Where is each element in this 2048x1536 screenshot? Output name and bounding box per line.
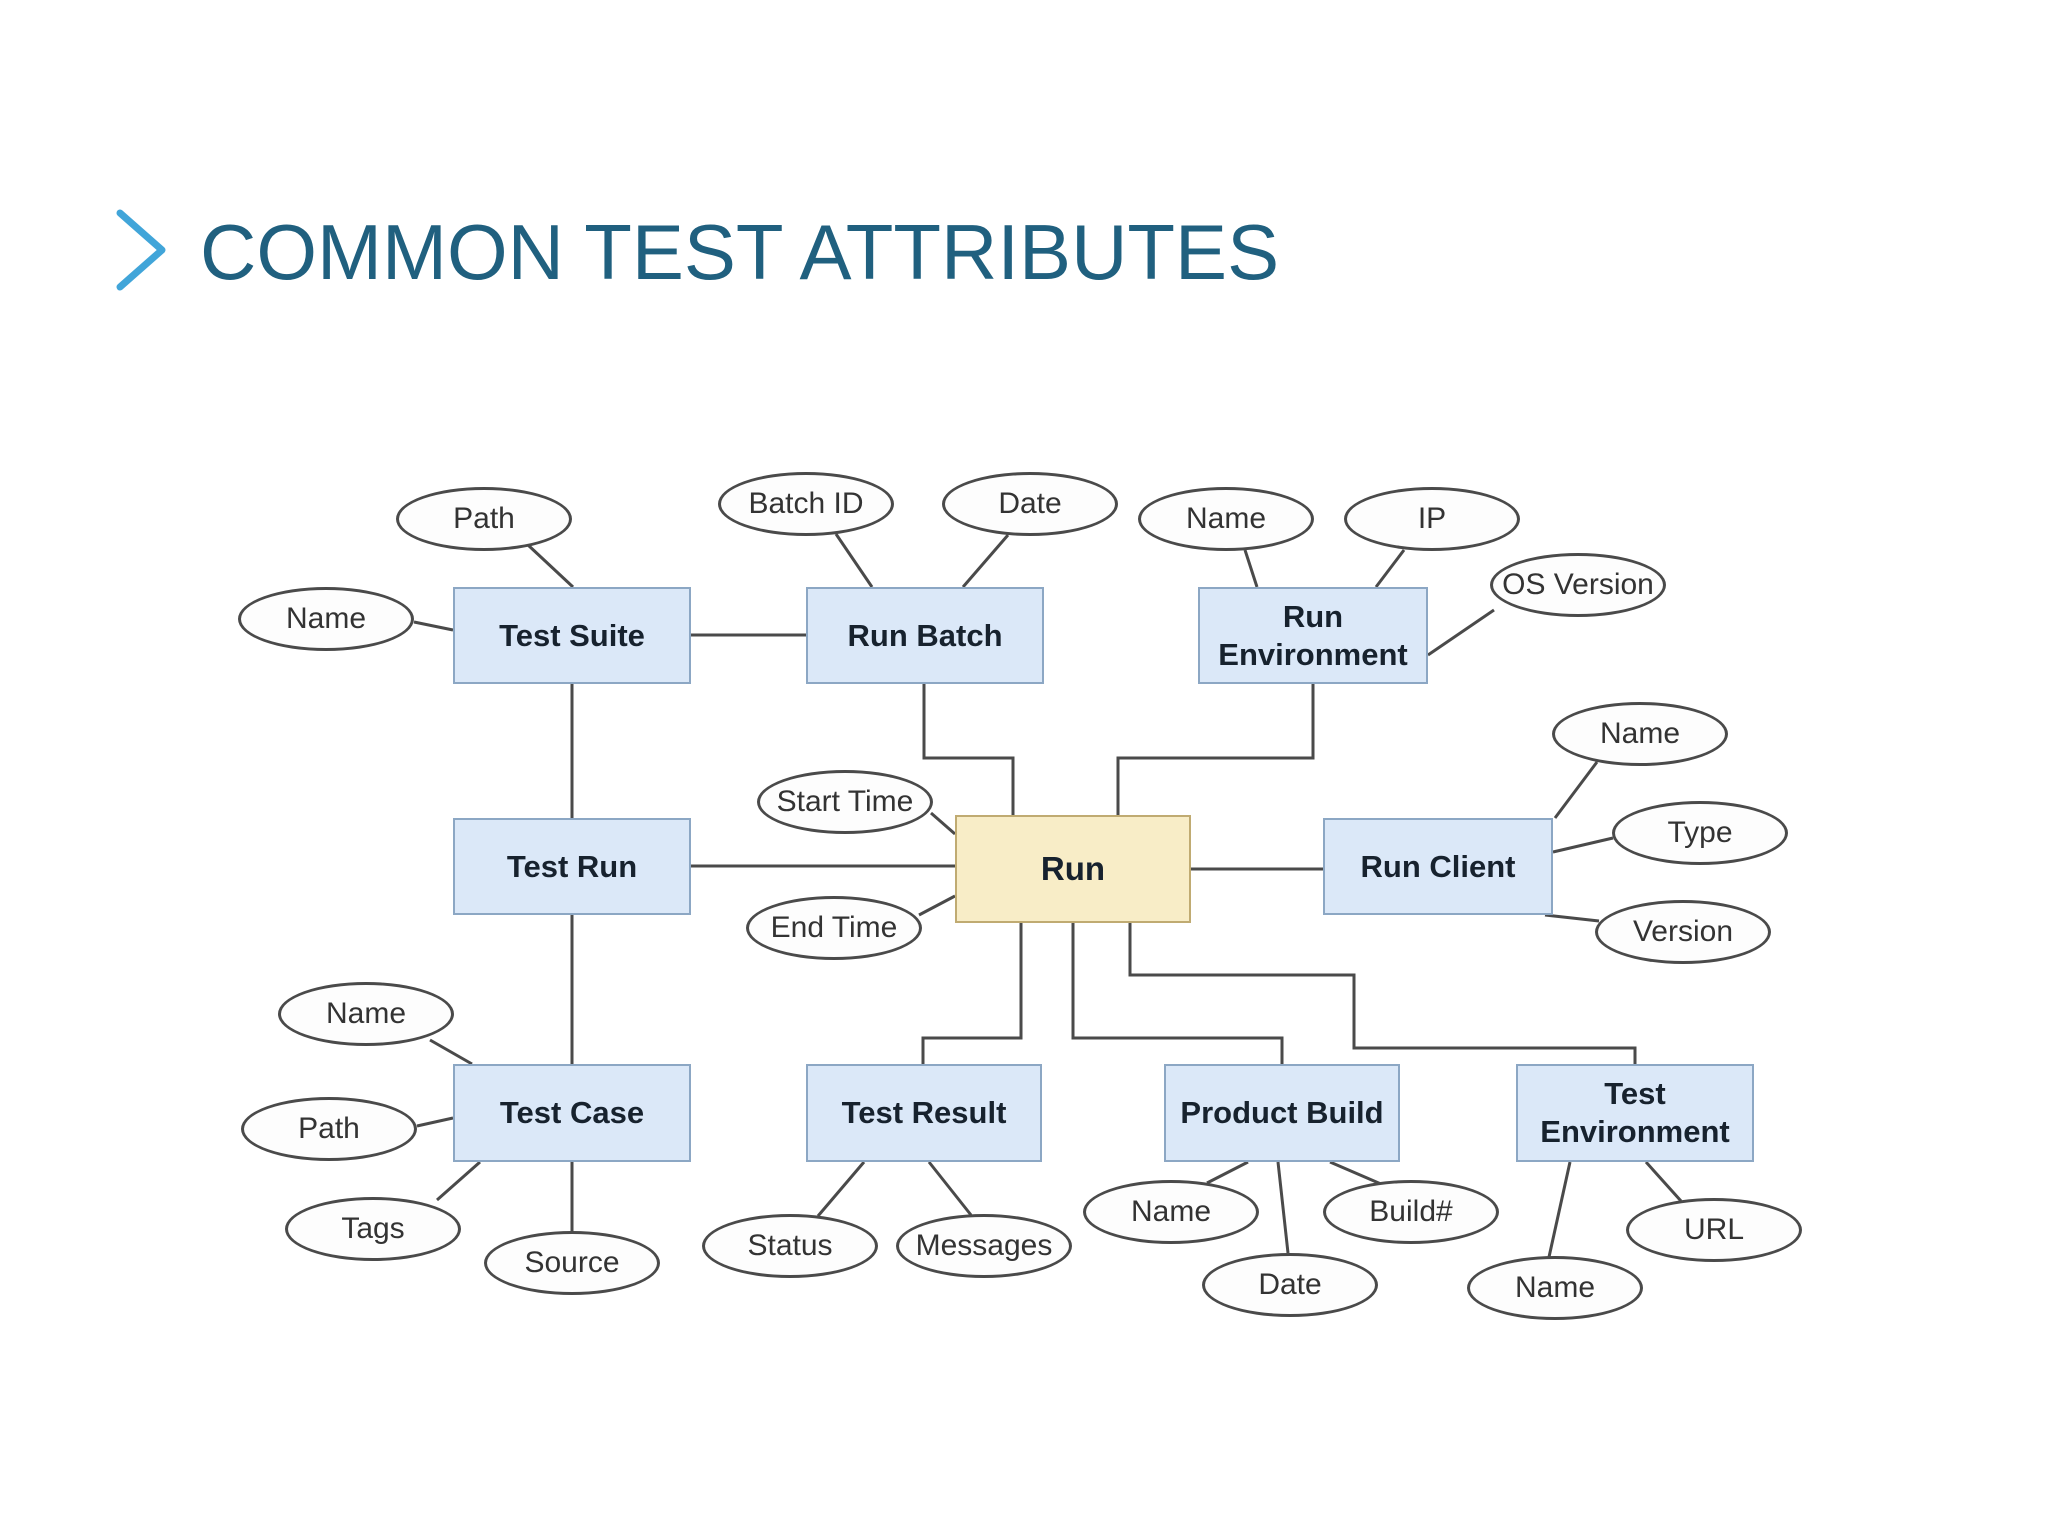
connector-run-environment-run — [1116, 684, 1315, 815]
attribute-label: Source — [524, 1246, 620, 1279]
attribute-label: Date — [998, 487, 1062, 520]
chevron-right-icon — [116, 209, 166, 291]
connector-run-batch-run — [922, 684, 1015, 815]
link-url-test-environment — [1644, 1160, 1683, 1203]
link-name-run-client — [1553, 761, 1599, 819]
entity-test-result: Test Result — [806, 1064, 1042, 1162]
attribute-ellipse-status: Status — [702, 1214, 878, 1278]
attribute-ellipse-name: Name — [1552, 702, 1728, 766]
link-name-test-suite — [413, 620, 454, 632]
entity-product-build: Product Build — [1164, 1064, 1400, 1162]
entity-label: Run Batch — [847, 617, 1003, 653]
attribute-ellipse-name: Name — [238, 587, 414, 651]
link-os-version-run-environment — [1427, 608, 1495, 657]
link-batch-id-run-batch — [834, 533, 874, 588]
entity-test-run: Test Run — [453, 818, 691, 915]
entity-label: Test Case — [499, 1095, 645, 1130]
attribute-label: Build# — [1369, 1195, 1453, 1228]
attribute-label: IP — [1417, 502, 1447, 535]
connector-run-test-environment — [1128, 923, 1637, 1064]
entity-test-environment: Test Environment — [1516, 1064, 1754, 1162]
attribute-ellipse-version: Version — [1595, 900, 1771, 964]
attribute-label: Messages — [915, 1229, 1053, 1262]
attribute-ellipse-batch-id: Batch ID — [718, 472, 894, 536]
attribute-ellipse-build-number: Build# — [1323, 1180, 1499, 1244]
connector-run-test-result — [921, 923, 1023, 1064]
attribute-ellipse-name: Name — [1083, 1180, 1259, 1244]
attribute-label: Name — [325, 997, 407, 1030]
entity-label: Test Run — [506, 848, 638, 884]
attribute-ellipse-date: Date — [942, 472, 1118, 536]
attribute-ellipse-url: URL — [1626, 1198, 1802, 1262]
attribute-ellipse-end-time: End Time — [746, 896, 922, 960]
entity-test-case: Test Case — [453, 1064, 691, 1162]
entity-run: Run — [955, 815, 1191, 923]
link-ip-run-environment — [1374, 549, 1406, 588]
attribute-ellipse-path: Path — [241, 1097, 417, 1161]
attribute-label: Type — [1667, 816, 1733, 849]
attribute-ellipse-os-version: OS Version — [1490, 553, 1666, 617]
entity-label: Test Result — [841, 1095, 1007, 1130]
link-start-time-run — [930, 811, 956, 836]
attribute-ellipse-path: Path — [396, 487, 572, 551]
attribute-ellipse-start-time: Start Time — [757, 770, 933, 834]
entity-label: Product Build — [1180, 1095, 1384, 1130]
entity-test-suite: Test Suite — [453, 587, 691, 684]
link-name-test-environment — [1547, 1161, 1572, 1258]
attribute-label: Batch ID — [748, 487, 864, 520]
entity-label: Test Environment — [1540, 1076, 1730, 1149]
attribute-label: Start Time — [776, 785, 914, 818]
attribute-label: Name — [1130, 1195, 1212, 1228]
link-name-product-build — [1206, 1160, 1249, 1185]
entity-run-batch: Run Batch — [806, 587, 1044, 684]
attribute-label: Name — [1514, 1271, 1596, 1304]
link-tags-test-case — [436, 1160, 481, 1202]
attribute-ellipse-tags: Tags — [285, 1197, 461, 1261]
link-path-test-suite — [526, 543, 575, 589]
attribute-ellipse-date: Date — [1202, 1253, 1378, 1317]
link-end-time-run — [918, 894, 956, 917]
attribute-label: Date — [1258, 1268, 1322, 1301]
link-path-test-case — [416, 1116, 454, 1128]
link-name-run-environment — [1243, 549, 1259, 588]
attribute-label: URL — [1683, 1213, 1744, 1246]
attribute-ellipse-ip: IP — [1344, 487, 1520, 551]
attribute-ellipse-name: Name — [278, 982, 454, 1046]
link-version-run-client — [1544, 913, 1600, 923]
entity-label: Run — [1040, 850, 1106, 887]
attribute-label: OS Version — [1502, 568, 1654, 601]
entity-label: Run Environment — [1218, 598, 1408, 672]
attribute-label: Name — [285, 602, 367, 635]
attribute-label: Status — [747, 1229, 833, 1262]
attribute-ellipse-type: Type — [1612, 801, 1788, 865]
page-title: COMMON TEST ATTRIBUTES — [200, 208, 1280, 296]
attribute-label: Name — [1185, 502, 1267, 535]
link-type-run-client — [1552, 836, 1614, 854]
entity-run-environment: Run Environment — [1198, 587, 1428, 684]
link-date-product-build — [1276, 1161, 1290, 1254]
attribute-label: Name — [1599, 717, 1681, 750]
link-date-run-batch — [961, 534, 1010, 588]
attribute-label: Path — [298, 1112, 360, 1145]
attribute-label: Version — [1632, 915, 1734, 948]
attribute-ellipse-name: Name — [1138, 487, 1314, 551]
attribute-ellipse-source: Source — [484, 1231, 660, 1295]
entity-label: Test Suite — [499, 617, 645, 653]
link-name-test-case — [429, 1038, 473, 1066]
attribute-label: Tags — [341, 1212, 405, 1245]
entity-run-client: Run Client — [1323, 818, 1553, 915]
link-build-product-build — [1329, 1160, 1382, 1186]
connector-run-product-build — [1071, 923, 1284, 1064]
attribute-ellipse-messages: Messages — [896, 1214, 1072, 1278]
link-status-test-result — [816, 1161, 866, 1217]
attribute-label: Path — [453, 502, 515, 535]
link-messages-test-result — [927, 1161, 973, 1216]
attribute-label: End Time — [770, 911, 898, 944]
attribute-ellipse-name: Name — [1467, 1256, 1643, 1320]
entity-label: Run Client — [1360, 848, 1516, 884]
